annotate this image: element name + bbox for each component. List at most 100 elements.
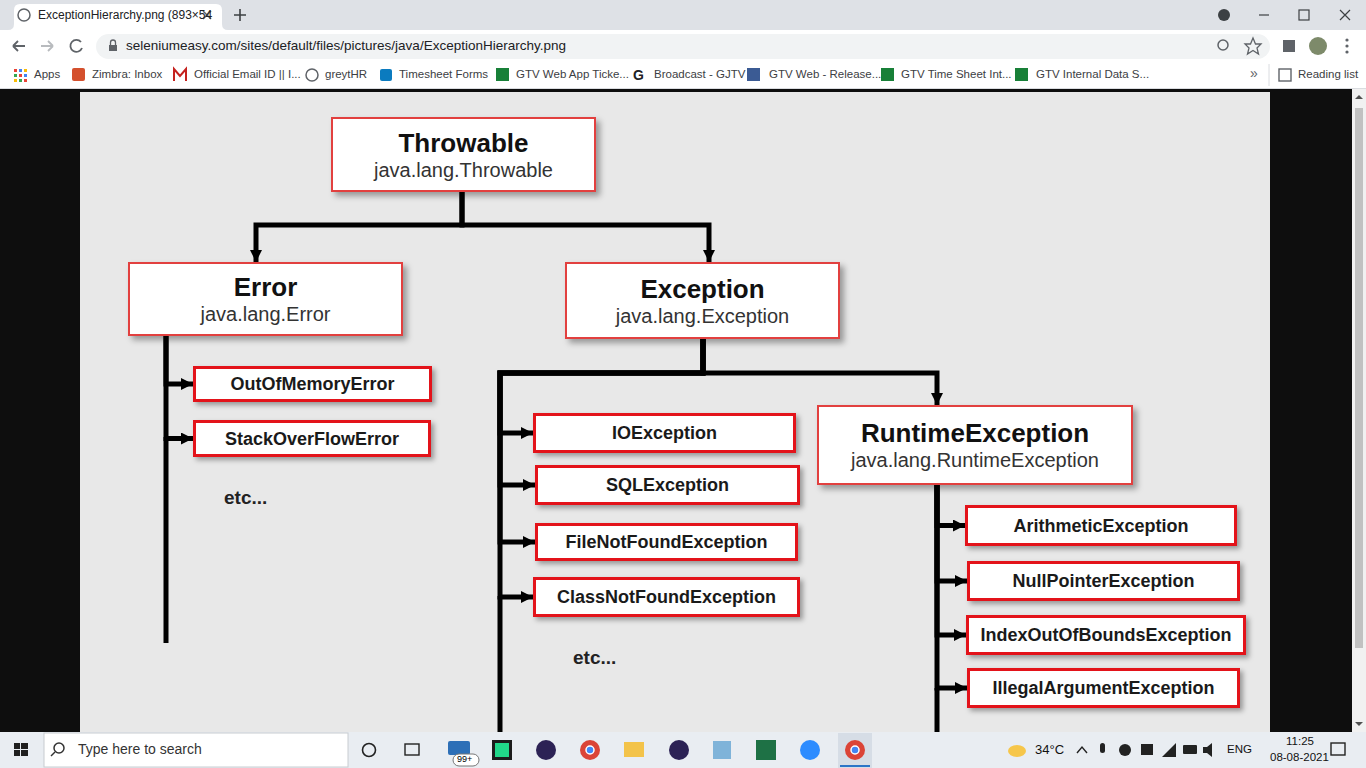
tab-title: ExceptionHierarchy.png (893×54 (38, 8, 212, 22)
forward-button (41, 41, 53, 51)
inheritance-arrow (500, 339, 703, 485)
toolbar (0, 30, 1366, 62)
class-box: RuntimeExceptionjava.lang.RuntimeExcepti… (817, 405, 1133, 485)
bookmark-label: Broadcast - GJTV (654, 68, 745, 80)
subclass-box: OutOfMemoryError (193, 366, 432, 402)
subclass-box: FileNotFoundException (535, 523, 798, 561)
profile-avatar (1309, 37, 1327, 55)
bookmark-label: GTV Time Sheet Int... (901, 68, 1012, 80)
zoom-icon (1218, 40, 1228, 50)
minimize (1259, 14, 1269, 15)
class-box: Exceptionjava.lang.Exception (565, 262, 840, 339)
bookmark-label: GTV Web - Release... (769, 68, 881, 80)
bookmark-label: Official Email ID || I... (194, 68, 301, 80)
url-text: seleniumeasy.com/sites/default/files/pic… (126, 38, 566, 53)
inheritance-arrow (937, 485, 967, 581)
ellipsis-note: etc... (573, 647, 616, 669)
bookmark-icon (496, 68, 509, 81)
bookmark-label: Apps (34, 68, 60, 80)
diagram-image (80, 92, 1270, 732)
class-box: Throwablejava.lang.Throwable (331, 117, 596, 192)
bookmark-label: greytHR (325, 68, 367, 80)
tab-favicon (18, 9, 30, 21)
inheritance-arrow (703, 339, 937, 405)
package-name: java.lang.Error (200, 302, 330, 326)
bookmark-label: GTV Web App Ticke... (516, 68, 629, 80)
bookmark-icon (380, 69, 392, 81)
bookmark-icon (747, 68, 760, 81)
tray-text: 34°C (1035, 742, 1064, 757)
taskbar-app (536, 740, 556, 760)
class-name: FileNotFoundException (566, 531, 768, 553)
bookmark-label: Zimbra: Inbox (92, 68, 162, 80)
subclass-box: SQLException (535, 465, 800, 505)
mail-icon (448, 741, 470, 755)
bookmark-label: Reading list (1298, 68, 1358, 80)
bookmark-icon: G (633, 67, 644, 83)
inheritance-arrow (166, 336, 193, 439)
bookmark-icon (174, 69, 186, 81)
inheritance-arrow (937, 485, 965, 526)
class-box: Errorjava.lang.Error (128, 262, 403, 336)
class-name: SQLException (606, 474, 729, 496)
subclass-box: IndexOutOfBoundsException (966, 615, 1246, 655)
cortana-icon (363, 744, 376, 757)
subclass-box: ArithmeticException (965, 505, 1237, 546)
start-button (14, 743, 28, 756)
notification-badge: 99+ (457, 754, 472, 764)
subclass-box: StackOverFlowError (193, 420, 431, 457)
bookmark-label: » (1250, 65, 1258, 81)
restore (1299, 10, 1309, 20)
omnibox (96, 34, 1270, 59)
package-name: java.lang.Throwable (374, 158, 553, 182)
bookmarks-bar (0, 62, 1366, 89)
class-name: ClassNotFoundException (557, 586, 776, 608)
tray-text: 11:25 (1286, 735, 1314, 747)
taskbar-app (580, 740, 600, 760)
inheritance-arrow (462, 192, 709, 262)
bookmark-icon (881, 68, 894, 81)
package-name: java.lang.RuntimeException (851, 448, 1099, 472)
class-name: RuntimeException (861, 418, 1089, 448)
reading-list-icon (1279, 69, 1291, 81)
bookmark-icon (306, 69, 318, 81)
taskbar-app (624, 742, 644, 757)
active-tab (8, 4, 228, 30)
class-name: Throwable (398, 128, 528, 158)
subclass-box: ClassNotFoundException (533, 577, 800, 617)
tray-chevron (1077, 747, 1087, 753)
badge (453, 754, 479, 766)
search-box (44, 733, 348, 767)
taskbar-app (845, 740, 865, 760)
package-name: java.lang.Exception (616, 304, 789, 328)
tray-icons (1100, 743, 1212, 757)
class-name: IOException (612, 422, 717, 444)
search-placeholder: Type here to search (78, 741, 202, 757)
close (1340, 10, 1350, 20)
class-name: Exception (640, 274, 764, 304)
subclass-box: NullPointerException (967, 561, 1240, 601)
class-name: Error (234, 272, 298, 302)
bookmark-icon (72, 68, 85, 81)
weather-icon (1008, 745, 1026, 757)
active-app-highlight (838, 733, 872, 768)
taskbar-app (669, 740, 689, 760)
taskbar (0, 732, 1366, 768)
viewer-background (0, 89, 1352, 732)
class-name: OutOfMemoryError (230, 373, 394, 395)
inheritance-arrow (937, 485, 967, 688)
subclass-box: IllegalArgumentException (967, 668, 1240, 708)
class-name: IndexOutOfBoundsException (980, 624, 1231, 646)
lock-icon (109, 45, 117, 51)
apps-icon (14, 69, 27, 82)
taskbar-app (492, 740, 512, 760)
bookmark-label: GTV Internal Data S... (1036, 68, 1149, 80)
taskbar-app (756, 740, 776, 760)
reload-button (70, 40, 82, 52)
class-name: StackOverFlowError (225, 428, 399, 450)
inheritance-arrow (166, 336, 193, 384)
tab-search (1218, 9, 1230, 21)
taskbar-app (800, 740, 820, 760)
tray-text: ENG (1227, 743, 1252, 755)
bookmark-star (1245, 38, 1261, 54)
